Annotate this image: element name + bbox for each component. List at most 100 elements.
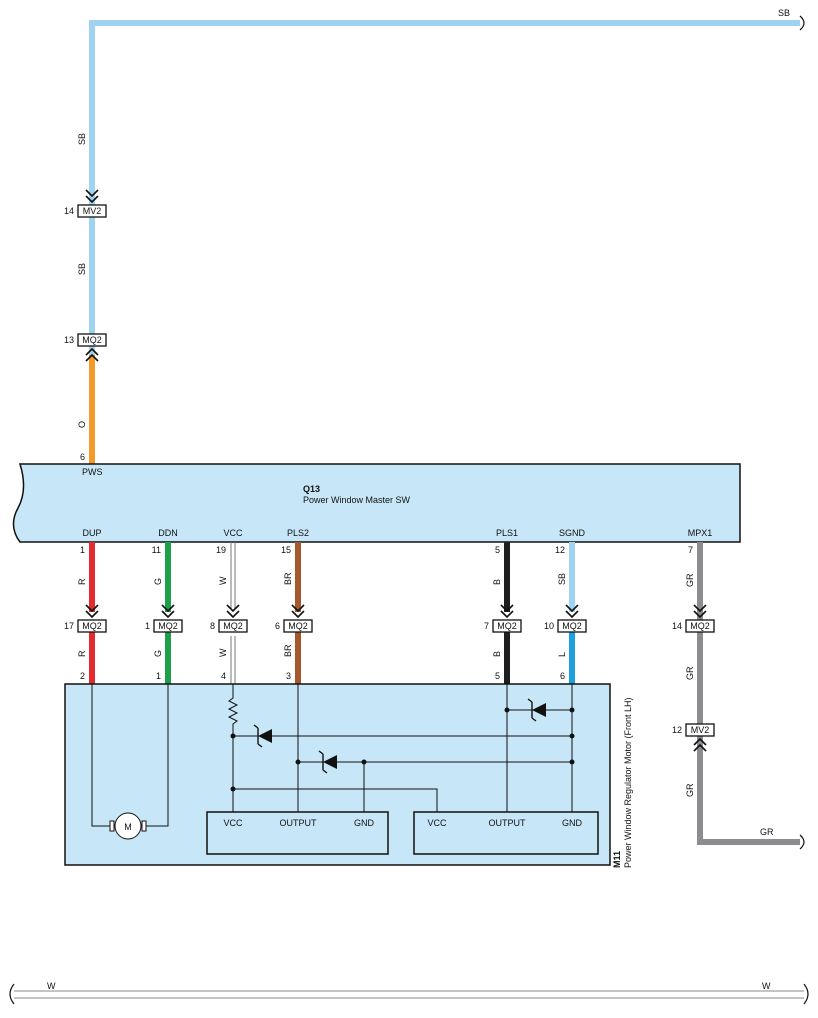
- q13-name: Power Window Master SW: [303, 495, 411, 505]
- sensor2-vcc: VCC: [427, 818, 447, 828]
- mpx1-mv2-name: MV2: [691, 725, 710, 735]
- zener-diode-3: [527, 698, 546, 722]
- pws-terminal-pin: 6: [80, 452, 85, 462]
- pws-wire-color-upper: SB: [77, 133, 87, 145]
- mq2-connector-dup-pin: 17: [64, 621, 74, 631]
- mq2-arrow-vcc: [226, 604, 240, 619]
- mq2-connector-vcc: [218, 619, 248, 633]
- q13-terminal-pls2-pin: 15: [281, 545, 291, 555]
- m11-terminal-ddn-pin: 1: [156, 671, 161, 681]
- mpx1-terminal-name: MPX1: [688, 528, 713, 538]
- mpx1-mq2-name: MQ2: [690, 621, 710, 631]
- q13-power-window-master-sw: 6 PWS Q13 Power Window Master SW: [12, 452, 741, 543]
- wire-dup-color-bottom: R: [77, 650, 87, 657]
- q13-terminal-ddn-pin: 11: [152, 545, 161, 555]
- connector-mq2-pws: MQ2 13: [64, 333, 107, 362]
- wire-vcc-color-bottom: W: [218, 648, 228, 657]
- q13-terminal-vcc-pin: 19: [216, 545, 226, 555]
- q13-terminal-vcc-name: VCC: [223, 528, 243, 538]
- pws-wire-color-lower: O: [77, 421, 87, 428]
- mq2-connector-vcc-name: MQ2: [223, 621, 243, 631]
- mq2-connector-vcc-pin: 8: [210, 621, 215, 631]
- zener-diode-1: [253, 724, 272, 748]
- zener-diode-2: [318, 750, 337, 774]
- mpx1-mq2-pin: 14: [672, 621, 682, 631]
- q13-terminal-sgnd-name: SGND: [559, 528, 586, 538]
- q13-terminal-dup-pin: 1: [80, 545, 85, 555]
- q13-id: Q13: [303, 484, 320, 494]
- mq2-arrow-sgnd: [565, 604, 579, 619]
- motor-label: M: [124, 822, 132, 832]
- connector-mq2-pin: 13: [64, 335, 74, 345]
- mq2-connector-ddn-name: MQ2: [158, 621, 178, 631]
- mq2-arrow-pls1: [500, 604, 514, 619]
- mq2-arrow-pls2: [291, 604, 305, 619]
- q13-terminal-sgnd-pin: 12: [555, 545, 565, 555]
- mq2-connector-sgnd-pin: 10: [544, 621, 554, 631]
- mq2-connector-pls1: [492, 619, 522, 633]
- m11-internal-circuit: [91, 684, 573, 840]
- q13-terminal-pls2-name: PLS2: [287, 528, 309, 538]
- junction-dots: [230, 707, 575, 792]
- mpx1-mv2-pin: 12: [672, 725, 682, 735]
- mq2-connector-pls2-name: MQ2: [288, 621, 308, 631]
- mq2-connector-sgnd: [557, 619, 587, 633]
- wire-sgnd-color-top: SB: [557, 573, 567, 585]
- m11-terminal-vcc-pin: 4: [221, 671, 226, 681]
- bottom-wire-label-right: W: [762, 981, 771, 991]
- mq2-connector-pls1-pin: 7: [484, 621, 489, 631]
- pws-wire-color-mid: SB: [77, 263, 87, 275]
- mq2-connector-dup-name: MQ2: [82, 621, 102, 631]
- mpx1-color-mid: GR: [685, 666, 695, 680]
- mq2-connector-pls2: [283, 619, 313, 633]
- wire-ddn-color-top: G: [153, 578, 163, 585]
- sensor-block-1: VCC OUTPUT GND: [206, 811, 389, 855]
- wire-pls2-color-top: BR: [283, 572, 293, 585]
- wire-dup-color-top: R: [77, 578, 87, 585]
- wire-pls2-color-bottom: BR: [283, 644, 293, 657]
- bottom-w-wire: W W: [9, 981, 809, 1005]
- m11-id: M11: [612, 851, 622, 868]
- mpx1-out-label: GR: [760, 827, 774, 837]
- m11-terminal-pls1-pin: 5: [495, 671, 500, 681]
- sensor1-output: OUTPUT: [280, 818, 318, 828]
- mpx1-terminal-pin: 7: [688, 545, 693, 555]
- mq2-arrow-dup: [85, 604, 99, 619]
- m11-terminal-sgnd-pin: 6: [560, 671, 565, 681]
- top-sb-wire: SB: [89, 8, 805, 455]
- connector-mv2-pws: MV2 14: [64, 189, 107, 218]
- m11-power-window-regulator-motor: M11 Power Window Regulator Motor (Front …: [64, 683, 633, 868]
- pws-wire-labels: SB SB O: [77, 133, 87, 428]
- mq2-connector-sgnd-name: MQ2: [562, 621, 582, 631]
- sensor-block-2: VCC OUTPUT GND: [413, 811, 599, 855]
- wire-ddn-color-bottom: G: [153, 650, 163, 657]
- q13-terminal-pls1-pin: 5: [495, 545, 500, 555]
- wire-pls1-color-top: B: [492, 579, 502, 585]
- q13-terminal-ddn-name: DDN: [158, 528, 178, 538]
- mpx1-wire: MPX1 7 GR MQ2 14 GR MV2 12 GR GR: [672, 528, 805, 850]
- mpx1-color-lower: GR: [685, 783, 695, 797]
- mq2-connector-pls1-name: MQ2: [497, 621, 517, 631]
- mpx1-color-upper: GR: [685, 573, 695, 587]
- sensor1-gnd: GND: [354, 818, 375, 828]
- wire-sgnd-color-bottom: L: [557, 652, 567, 657]
- mq2-connector-ddn-pin: 1: [145, 621, 150, 631]
- mq2-arrow-ddn: [161, 604, 175, 619]
- sensor2-output: OUTPUT: [489, 818, 527, 828]
- bottom-wire-label-left: W: [47, 981, 56, 991]
- m11-terminal-dup-pin: 2: [80, 671, 85, 681]
- pws-terminal-name: PWS: [82, 467, 103, 477]
- wire-pls1-color-bottom: B: [492, 651, 502, 657]
- mq2-connector-ddn: [153, 619, 183, 633]
- zener-diodes: [253, 698, 546, 774]
- connector-mv2-name: MV2: [83, 206, 102, 216]
- q13-terminal-pls1-name: PLS1: [496, 528, 518, 538]
- q13-terminal-wires: DUP1RMQ217R2UDDN11GMQ21G1DVCC19WMQ28W4SS…: [64, 528, 587, 698]
- wire-vcc-color-top: W: [218, 576, 228, 585]
- sensor2-gnd: GND: [562, 818, 583, 828]
- mq2-connector-dup: [77, 619, 107, 633]
- sensor1-vcc: VCC: [223, 818, 243, 828]
- q13-terminal-dup-name: DUP: [82, 528, 101, 538]
- m11-terminal-pls2-pin: 3: [286, 671, 291, 681]
